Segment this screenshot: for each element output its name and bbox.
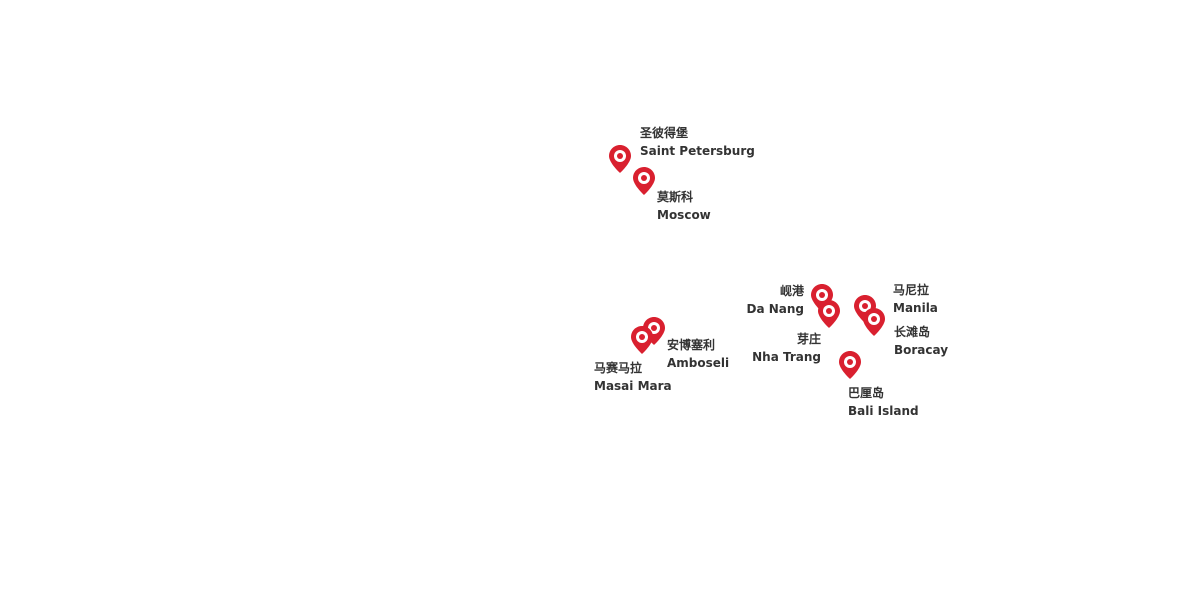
marker-bali-island[interactable]: [838, 350, 862, 380]
label-da-nang: 岘港 Da Nang: [740, 282, 804, 318]
label-nha-trang: 芽庄 Nha Trang: [741, 330, 821, 366]
map-pin-icon: [633, 167, 655, 195]
map-pin-icon: [839, 351, 861, 379]
place-name-zh: 马赛马拉: [594, 361, 643, 375]
place-name-zh: 莫斯科: [657, 190, 694, 204]
map-pin-icon: [631, 326, 653, 354]
place-name-en: Bali Island: [848, 404, 919, 418]
marker-boracay[interactable]: [862, 307, 886, 337]
label-manila: 马尼拉 Manila: [893, 281, 938, 317]
place-name-en: Saint Petersburg: [640, 144, 755, 158]
label-saint-petersburg: 圣彼得堡 Saint Petersburg: [640, 124, 755, 160]
label-bali-island: 巴厘岛 Bali Island: [848, 384, 919, 420]
marker-nha-trang[interactable]: [817, 299, 841, 329]
map-pin-icon: [863, 308, 885, 336]
place-name-en: Boracay: [894, 343, 949, 357]
map-pin-icon: [609, 145, 631, 173]
marker-moscow[interactable]: [632, 166, 656, 196]
place-name-zh: 岘港: [779, 284, 804, 298]
label-boracay: 长滩岛 Boracay: [894, 323, 948, 359]
place-name-zh: 圣彼得堡: [640, 126, 689, 140]
place-name-en: Masai Mara: [594, 379, 672, 393]
place-name-zh: 马尼拉: [893, 283, 930, 297]
place-name-en: Manila: [893, 301, 938, 315]
place-name-en: Moscow: [657, 208, 711, 222]
place-name-zh: 长滩岛: [894, 325, 931, 339]
map-pin-icon: [818, 300, 840, 328]
marker-saint-petersburg[interactable]: [608, 144, 632, 174]
place-name-zh: 芽庄: [796, 332, 821, 346]
marker-masai-mara[interactable]: [630, 325, 654, 355]
place-name-zh: 安博塞利: [667, 338, 716, 352]
place-name-zh: 巴厘岛: [848, 386, 885, 400]
place-name-en: Da Nang: [746, 302, 804, 316]
label-amboseli: 安博塞利 Amboseli: [667, 336, 729, 372]
label-moscow: 莫斯科 Moscow: [657, 188, 711, 224]
place-name-en: Nha Trang: [752, 350, 821, 364]
place-name-en: Amboseli: [667, 356, 730, 370]
label-masai-mara: 马赛马拉 Masai Mara: [594, 359, 672, 395]
